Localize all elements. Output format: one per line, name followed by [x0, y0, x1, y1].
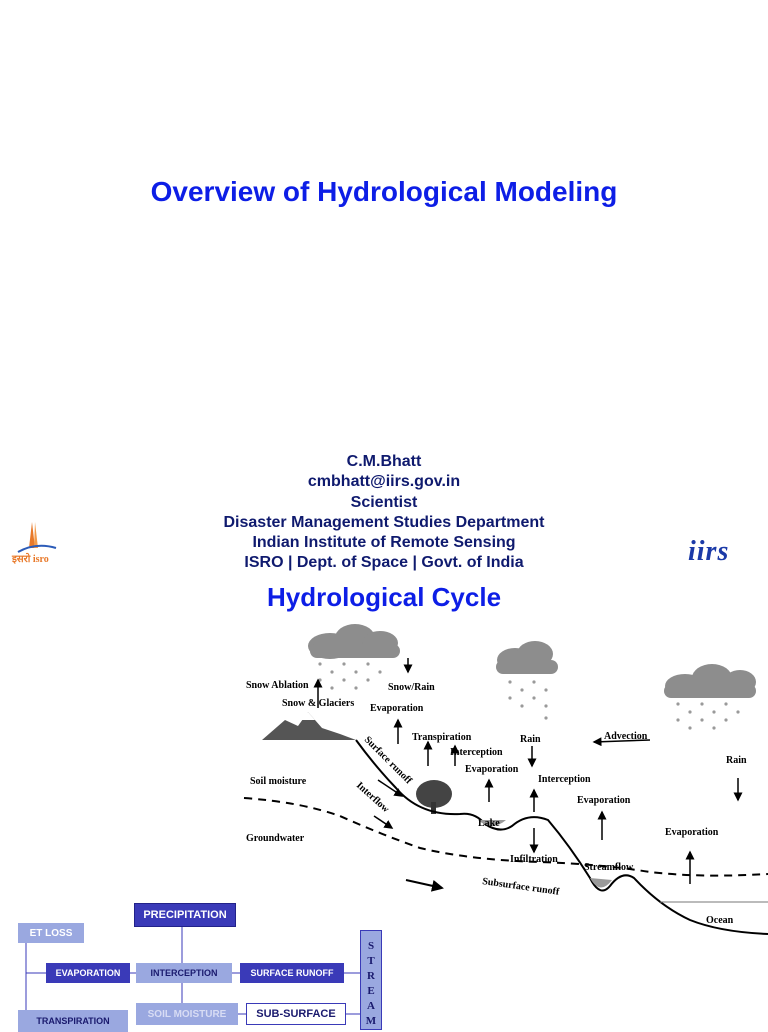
label-evaporation-4: Evaporation: [665, 827, 719, 838]
flow-surface-runoff: SURFACE RUNOFF: [240, 963, 344, 983]
label-rain-2: Rain: [726, 755, 747, 766]
label-advection: Advection: [604, 731, 648, 742]
label-lake: Lake: [478, 818, 500, 829]
cloud-icon: [308, 624, 400, 659]
author-affiliation: ISRO | Dept. of Space | Govt. of India: [244, 554, 524, 572]
cycle-title: Hydrological Cycle: [266, 582, 502, 612]
label-soil-moisture: Soil moisture: [250, 776, 307, 787]
isro-logo-text: इसरो isro: [11, 552, 49, 565]
stream-letter: R: [367, 970, 375, 982]
author-department: Disaster Management Studies Department: [223, 513, 545, 531]
isro-logo: इसरो isro: [10, 518, 66, 574]
flow-et-loss: ET LOSS: [18, 923, 84, 943]
label-rain-1: Rain: [520, 734, 541, 745]
slide-title: Overview of Hydrological Modeling: [150, 176, 618, 207]
label-snow-ablation: Snow Ablation: [246, 680, 309, 691]
author-email: cmbhatt@iirs.gov.in: [307, 473, 461, 491]
label-groundwater: Groundwater: [246, 833, 305, 844]
label-streamflow: Streamflow: [584, 862, 634, 873]
tree-icon: [416, 780, 452, 814]
flow-precipitation: PRECIPITATION: [134, 903, 236, 927]
flow-evaporation: EVAPORATION: [46, 963, 130, 983]
stream-letter: M: [365, 1015, 377, 1027]
label-evaporation-3: Evaporation: [577, 795, 631, 806]
mountain-icon: [262, 712, 356, 740]
label-snow-glaciers: Snow & Glaciers: [282, 698, 354, 709]
stream-letter: T: [367, 955, 375, 967]
label-subsurface-runoff: Subsurface runoff: [482, 876, 561, 898]
iirs-logo: iirs: [688, 536, 730, 567]
label-interception-1: Interception: [450, 747, 503, 758]
stream-letter: E: [367, 985, 375, 997]
label-interception-2: Interception: [538, 774, 591, 785]
author-block: C.M.Bhatt cmbhatt@iirs.gov.in Scientist …: [0, 452, 768, 574]
cloud-icon: [496, 641, 558, 674]
flowchart-connectors: [25, 927, 360, 1015]
flow-interception: INTERCEPTION: [136, 963, 232, 983]
label-evaporation-2: Evaporation: [465, 764, 519, 775]
cloud-icon: [664, 664, 756, 698]
label-evaporation-1: Evaporation: [370, 703, 424, 714]
label-snow-rain: Snow/Rain: [388, 682, 435, 693]
author-institute: Indian Institute of Remote Sensing: [252, 534, 516, 552]
flow-sub-surface: SUB-SURFACE: [246, 1003, 346, 1025]
flow-soil-moisture: SOIL MOISTURE: [136, 1003, 238, 1025]
hydrological-cycle-diagram: Snow Ablation Snow & Glaciers Snow/Rain …: [243, 624, 768, 935]
flow-stream: S T R E A M: [360, 930, 382, 1030]
label-infiltration: Infiltration: [510, 854, 558, 865]
label-ocean: Ocean: [706, 915, 734, 926]
author-role: Scientist: [350, 493, 418, 511]
author-name: C.M.Bhatt: [346, 453, 422, 470]
stream-letter: A: [367, 1000, 375, 1012]
stream-letter: S: [367, 940, 375, 952]
label-transpiration: Transpiration: [412, 732, 472, 743]
